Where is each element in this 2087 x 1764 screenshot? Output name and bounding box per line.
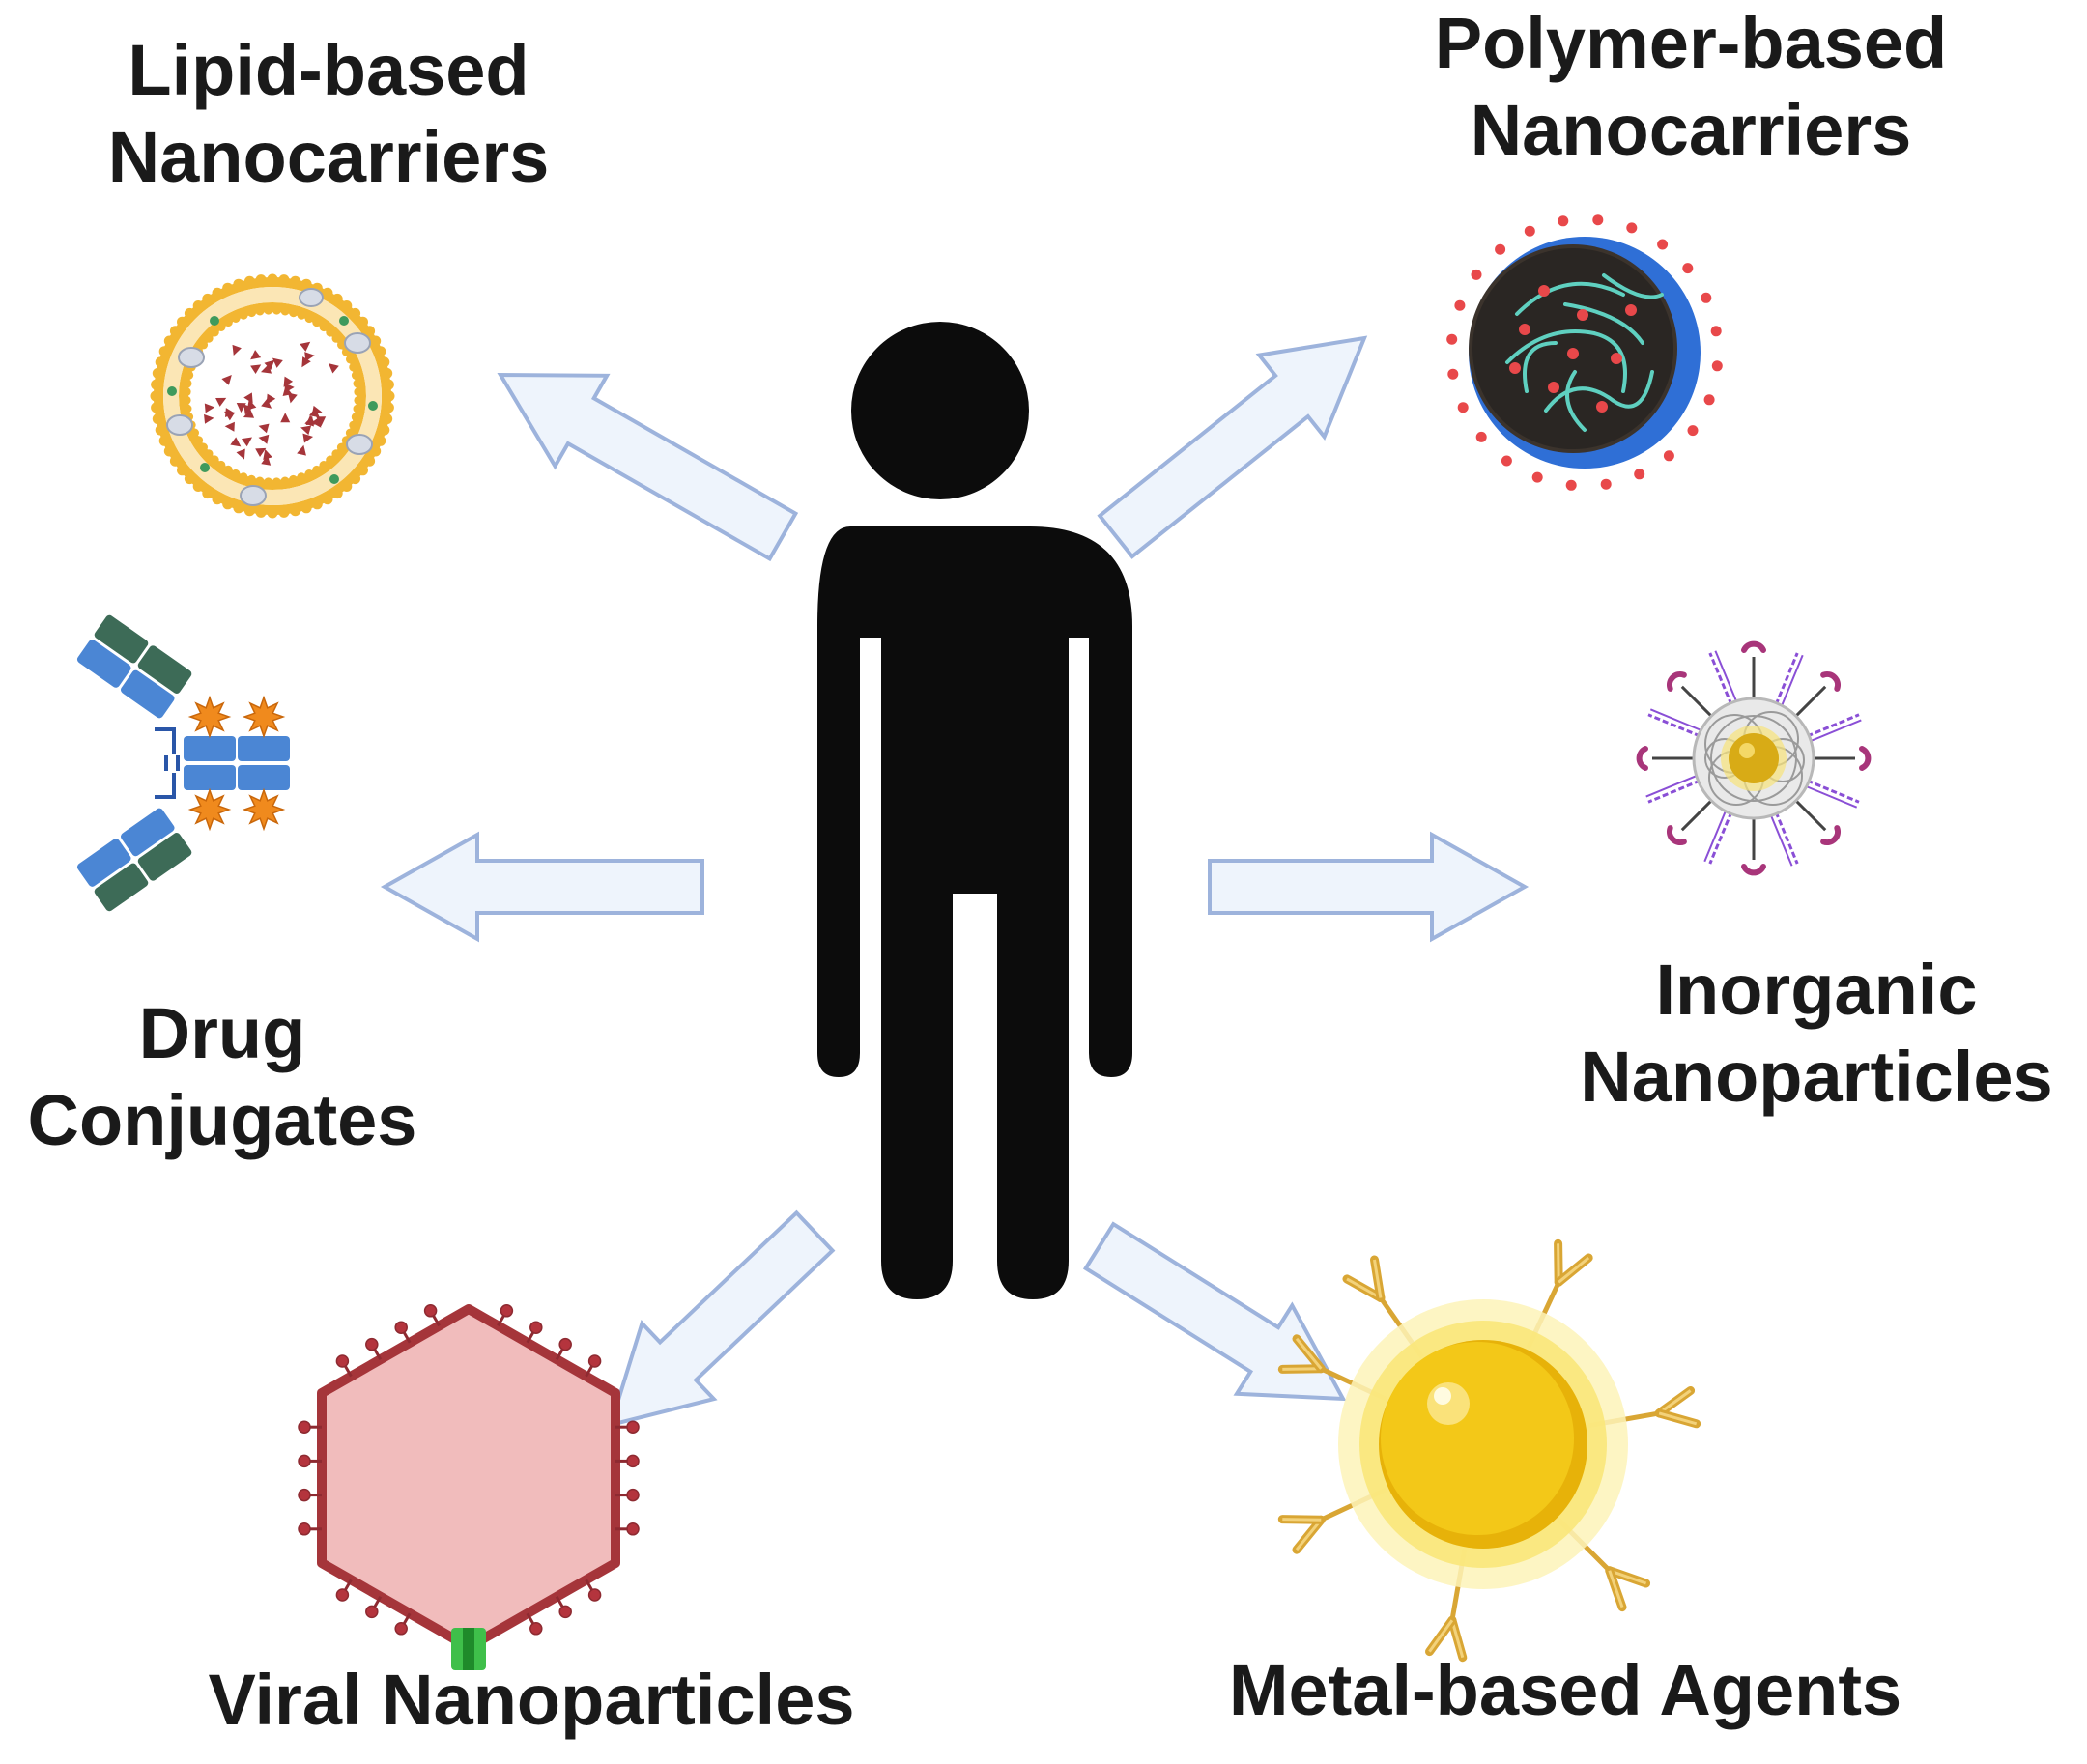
arrows-group [380,335,1530,1428]
viral-capsid-icon [298,1304,640,1670]
label-line: Conjugates [27,1080,417,1161]
label-inorganic-nanoparticles: Inorganic Nanoparticles [1546,947,2087,1122]
person-icon [817,322,1132,1299]
label-line: Drug [138,993,306,1073]
label-polymer-based-nanocarriers: Polymer-based Nanocarriers [1391,0,1990,175]
arrow-to-drug [380,831,704,943]
label-line: Nanoparticles [1580,1037,2053,1118]
polymeric-nanoparticle-icon [1446,214,1723,491]
liposome-icon [150,273,395,519]
inorganic-nanoparticle-icon [1636,640,1872,876]
arrow-to-polymer [1097,335,1368,559]
label-line: Nanocarriers [1470,90,1912,171]
label-line: Nanocarriers [107,117,550,198]
label-metal-based-agents: Metal-based Agents [1140,1647,1990,1734]
label-lipid-based-nanocarriers: Lipid-based Nanocarriers [58,27,599,202]
label-line: Metal-based Agents [1228,1650,1902,1730]
label-line: Lipid-based [128,30,529,110]
antibody-drug-conjugate-icon [76,614,290,912]
gold-nanoparticle-icon [1277,1238,1701,1663]
label-line: Polymer-based [1434,3,1948,83]
label-line: Viral Nanoparticles [208,1660,855,1740]
arrow-to-lipid [497,372,799,562]
label-viral-nanoparticles: Viral Nanoparticles [135,1657,928,1744]
label-line: Inorganic [1655,950,1978,1030]
arrow-to-metal [1082,1221,1347,1402]
arrow-to-inorganic [1208,831,1530,943]
label-drug-conjugates: Drug Conjugates [0,990,444,1165]
arrow-to-viral [608,1209,836,1428]
